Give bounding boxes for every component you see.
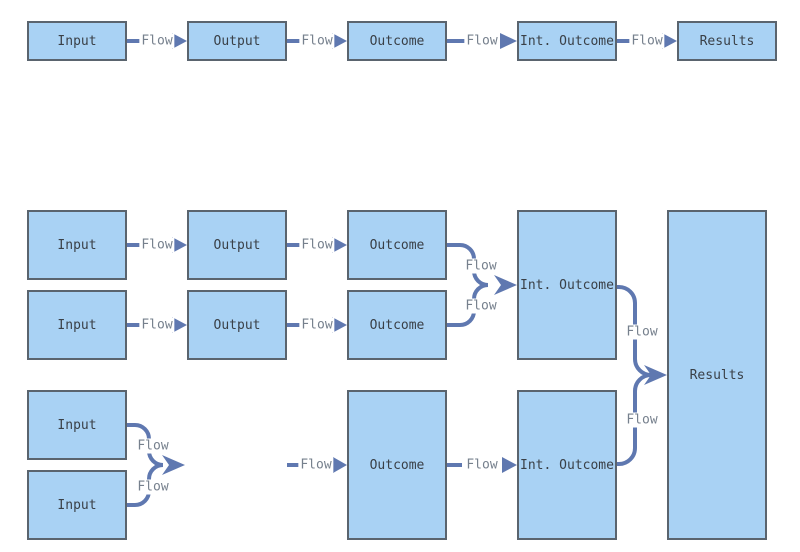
flow-label: Flow (624, 324, 660, 340)
node-top-outcome: Outcome (347, 21, 447, 61)
connector-outcome-intoutcome-lower (447, 457, 517, 473)
node-outcome-1: Outcome (347, 210, 447, 280)
flow-label: Flow (299, 237, 335, 253)
node-int-outcome-lower: Int. Outcome (517, 390, 617, 540)
flow-label: Flow (463, 258, 499, 274)
flow-label: Flow (139, 33, 175, 49)
connector-top-outcome-intoutcome (447, 33, 517, 49)
node-input-1: Input (27, 210, 127, 280)
node-input-4: Input (27, 470, 127, 540)
flow-label: Flow (464, 33, 500, 49)
node-output-2: Output (187, 290, 287, 360)
flow-label: Flow (299, 317, 335, 333)
flow-label: Flow (298, 457, 334, 473)
node-outcome-tall: Outcome (347, 390, 447, 540)
node-top-results: Results (677, 21, 777, 61)
flow-label: Flow (135, 479, 171, 495)
flow-label: Flow (299, 33, 335, 49)
node-top-output: Output (187, 21, 287, 61)
node-top-input: Input (27, 21, 127, 61)
flow-label: Flow (135, 438, 171, 454)
node-top-int-outcome: Int. Outcome (517, 21, 617, 61)
node-outcome-2: Outcome (347, 290, 447, 360)
node-int-outcome-upper: Int. Outcome (517, 210, 617, 360)
flow-label: Flow (139, 317, 175, 333)
connector-flow-into-outcome (287, 457, 347, 473)
node-results: Results (667, 210, 767, 540)
node-output-1: Output (187, 210, 287, 280)
node-input-2: Input (27, 290, 127, 360)
flow-label: Flow (624, 412, 660, 428)
flow-label: Flow (463, 298, 499, 314)
flow-label: Flow (139, 237, 175, 253)
node-input-3: Input (27, 390, 127, 460)
flow-label: Flow (464, 457, 500, 473)
flow-label: Flow (629, 33, 665, 49)
connector-intoutcomes-merge-results (617, 285, 667, 466)
